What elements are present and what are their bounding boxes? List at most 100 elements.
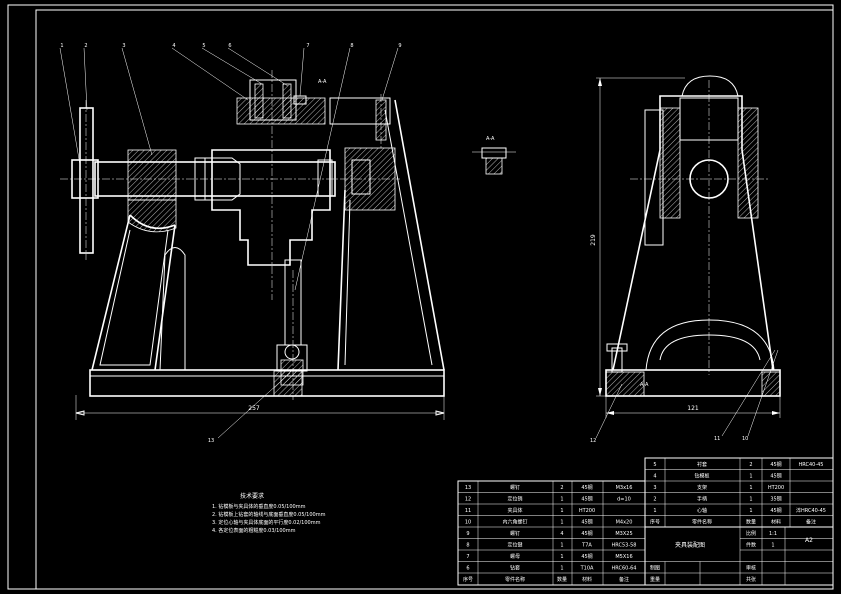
bom-row-12-spec: d=10 bbox=[617, 497, 631, 503]
base-plate bbox=[89, 369, 445, 397]
side-callout-11: 11 bbox=[714, 436, 720, 442]
title-row4-b: 共张 bbox=[746, 576, 756, 583]
right-row-2-no: 2 bbox=[653, 497, 656, 503]
bom-row-12-qty: 1 bbox=[560, 497, 563, 503]
bom-header-mat: 材料 bbox=[582, 576, 592, 583]
right-row-2-qty: 1 bbox=[749, 497, 752, 503]
section-label-detail: A-A bbox=[486, 136, 495, 142]
part-no-1: 1 bbox=[60, 43, 63, 49]
bom-row-6-no: 6 bbox=[466, 566, 469, 572]
bom-row-9-qty: 4 bbox=[560, 531, 563, 537]
sheet-size: A2 bbox=[805, 537, 813, 544]
side-callout-12: 12 bbox=[590, 438, 596, 444]
bom-row-10-qty: 1 bbox=[560, 520, 563, 526]
bom-row-10-name: 内六角螺钉 bbox=[502, 519, 527, 526]
right-row-1-mat: 45钢 bbox=[770, 507, 781, 514]
bom-row-6-spec: HRC60-64 bbox=[611, 566, 636, 572]
bom-row-6-mat: T10A bbox=[580, 566, 594, 572]
count-value: 1 bbox=[771, 543, 774, 549]
bom-row-12-name: 定位销 bbox=[507, 496, 522, 503]
right-row-4-qty: 1 bbox=[749, 474, 752, 480]
right-row-2-name: 手柄 bbox=[697, 496, 707, 503]
title-row3-a: 制图 bbox=[650, 565, 660, 572]
inner-border bbox=[35, 9, 834, 590]
part-no-5: 5 bbox=[202, 43, 205, 49]
bom-row-7-no: 7 bbox=[466, 554, 469, 560]
title-block: 夹具装配图 比例 1:1 件数 1 A2 制图 审核 重量 共张 bbox=[644, 526, 834, 586]
bom-row-7-mat: 45钢 bbox=[581, 553, 592, 560]
drawing-name: 夹具装配图 bbox=[675, 541, 705, 549]
bom-row-9-name: 螺钉 bbox=[510, 530, 520, 537]
bom-row-9-spec: M3X25 bbox=[615, 531, 632, 537]
side-view: 219 121 A-A 12 11 10 bbox=[590, 75, 781, 444]
right-leg bbox=[337, 99, 445, 371]
bom-row-12-no: 12 bbox=[465, 497, 471, 503]
bom-row-12-mat: 45钢 bbox=[581, 496, 592, 503]
part-no-2: 2 bbox=[84, 43, 87, 49]
section-label-front: A-A bbox=[318, 79, 327, 85]
bom-header-qty: 数量 bbox=[557, 576, 567, 583]
part-no-7: 7 bbox=[306, 43, 309, 49]
scale-label: 比例 bbox=[746, 530, 756, 537]
right-header-spec: 备注 bbox=[806, 519, 816, 526]
right-row-3-no: 3 bbox=[653, 485, 656, 491]
bom-header-name: 零件名称 bbox=[505, 576, 525, 583]
right-header-mat: 材料 bbox=[771, 519, 781, 526]
part-no-8: 8 bbox=[350, 43, 353, 49]
technical-requirements: 技术要求 1. 钻模板与夹具体的垂直度0.05/100mm 2. 钻模板上钻套的… bbox=[212, 492, 326, 534]
right-row-4-mat: 45钢 bbox=[770, 473, 781, 480]
part-no-3: 3 bbox=[122, 43, 125, 49]
part-no-9: 9 bbox=[398, 43, 401, 49]
bom-row-13-no: 13 bbox=[465, 485, 471, 491]
front-width-dimension: 257 bbox=[248, 405, 260, 412]
right-row-1-name: 心轴 bbox=[697, 507, 707, 514]
bom-row-8-no: 8 bbox=[466, 543, 469, 549]
bom-table-left: 13 螺钉 2 45钢 M3x16 12 定位销 1 45钢 d=10 11 夹… bbox=[457, 480, 646, 586]
right-row-5-mat: 45钢 bbox=[770, 461, 781, 468]
right-row-3-name: 支架 bbox=[697, 484, 707, 491]
section-label-side: A-A bbox=[640, 382, 649, 388]
bom-row-8-spec: HRC53-58 bbox=[611, 543, 636, 549]
bom-row-7-spec: M5X16 bbox=[615, 554, 632, 560]
bom-row-6-qty: 1 bbox=[560, 566, 563, 572]
bom-row-10-no: 10 bbox=[465, 520, 471, 526]
bom-row-13-spec: M3x16 bbox=[616, 485, 633, 491]
bom-row-8-name: 定位键 bbox=[507, 542, 522, 549]
right-row-3-qty: 1 bbox=[749, 485, 752, 491]
bom-header-no: 序号 bbox=[463, 576, 473, 583]
bom-row-9-mat: 45钢 bbox=[581, 530, 592, 537]
bom-row-8-qty: 1 bbox=[560, 543, 563, 549]
side-width-dimension: 121 bbox=[687, 405, 699, 412]
right-row-1-qty: 1 bbox=[749, 508, 752, 514]
front-view: 257 1 2 3 4 5 6 7 8 9 13 A-A bbox=[59, 43, 445, 444]
right-row-2-mat: 35钢 bbox=[770, 496, 781, 503]
part-no-4: 4 bbox=[172, 43, 175, 49]
center-body bbox=[211, 149, 331, 266]
right-header-qty: 数量 bbox=[746, 519, 756, 526]
right-header-no: 序号 bbox=[650, 519, 660, 526]
handle-rod bbox=[79, 107, 94, 254]
side-height-dimension: 219 bbox=[590, 234, 597, 246]
bom-row-10-mat: 45钢 bbox=[581, 519, 592, 526]
bom-row-10-spec: M4x20 bbox=[616, 520, 633, 526]
bom-header-spec: 备注 bbox=[619, 576, 629, 583]
detail-view: A-A bbox=[472, 136, 516, 175]
bom-table-right: 5 衬套 2 45钢 HRC40-45 4 钻模板 1 45钢 3 支架 1 H… bbox=[644, 457, 834, 528]
part-no-13: 13 bbox=[208, 438, 214, 444]
right-header-name: 零件名称 bbox=[692, 519, 712, 526]
title-row3-b: 审核 bbox=[746, 565, 756, 572]
scale-value: 1:1 bbox=[769, 531, 777, 537]
side-callout-10: 10 bbox=[742, 436, 748, 442]
count-label: 件数 bbox=[746, 542, 756, 549]
right-row-3-mat: HT200 bbox=[768, 485, 784, 491]
right-row-1-no: 1 bbox=[653, 508, 656, 514]
bom-row-11-name: 夹具体 bbox=[507, 507, 522, 514]
tech-note-1: 1. 钻模板与夹具体的垂直度0.05/100mm bbox=[212, 503, 306, 510]
bom-row-8-mat: T7A bbox=[581, 543, 592, 549]
bom-row-7-name: 螺母 bbox=[510, 553, 520, 560]
right-row-4-no: 4 bbox=[653, 474, 656, 480]
right-row-1-spec: 淬HRC40-45 bbox=[796, 507, 826, 514]
tech-title: 技术要求 bbox=[240, 492, 264, 500]
tech-note-3: 3. 定位心轴与夹具体底面的平行度0.02/100mm bbox=[212, 519, 321, 526]
bom-row-7-qty: 1 bbox=[560, 554, 563, 560]
